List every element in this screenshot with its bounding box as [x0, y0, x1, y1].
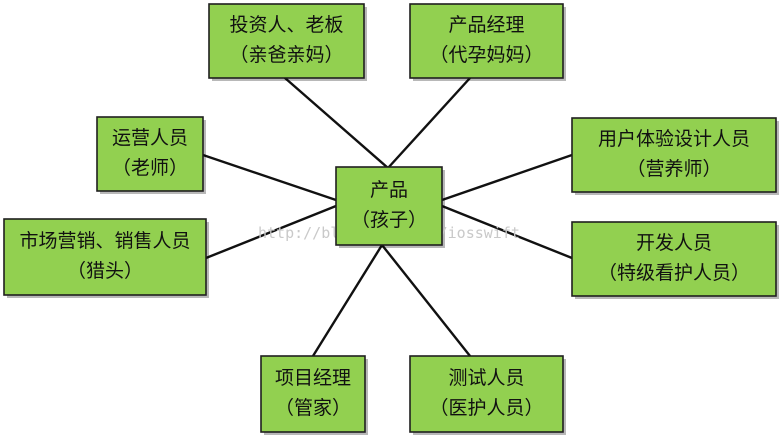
edge-ux-designer — [440, 153, 574, 202]
node-product-manager-subtitle: （代孕妈妈） — [429, 44, 543, 66]
node-ux-designer-title: 用户体验设计人员 — [598, 128, 750, 150]
node-tester-subtitle: （医护人员） — [429, 397, 543, 419]
node-project-manager-title: 项目经理 — [275, 367, 351, 389]
edge-project-manager — [311, 243, 384, 358]
node-investor-subtitle: （亲爸亲妈） — [229, 44, 343, 66]
node-developer: 开发人员 （特级看护人员） — [571, 221, 777, 297]
edge-investor — [283, 76, 390, 170]
node-developer-subtitle: （特级看护人员） — [598, 262, 750, 284]
edge-developer — [440, 204, 574, 260]
node-center-subtitle: （孩子） — [351, 209, 427, 231]
node-tester-title: 测试人员 — [448, 367, 524, 389]
node-ux-designer-subtitle: （营养师） — [626, 158, 721, 180]
node-product-manager: 产品经理 （代孕妈妈） — [409, 3, 564, 79]
node-project-manager: 项目经理 （管家） — [260, 355, 366, 433]
edge-tester — [380, 243, 472, 358]
node-center-product: 产品 （孩子） — [335, 166, 443, 246]
node-marketing: 市场营销、销售人员 （猎头） — [3, 218, 207, 296]
node-tester: 测试人员 （医护人员） — [409, 355, 564, 433]
node-ux-designer: 用户体验设计人员 （营养师） — [571, 117, 777, 193]
node-investor: 投资人、老板 （亲爸亲妈） — [208, 3, 365, 79]
node-product-manager-title: 产品经理 — [448, 14, 524, 36]
edge-product-manager — [386, 76, 472, 170]
edge-operations — [201, 153, 338, 202]
node-project-manager-subtitle: （管家） — [275, 397, 351, 419]
edge-marketing — [204, 204, 338, 260]
node-operations-title: 运营人员 — [112, 127, 188, 149]
node-marketing-title: 市场营销、销售人员 — [19, 230, 190, 252]
node-investor-title: 投资人、老板 — [229, 14, 343, 36]
node-operations: 运营人员 （老师） — [96, 116, 204, 192]
edges — [201, 76, 574, 358]
node-marketing-subtitle: （猎头） — [67, 260, 143, 282]
node-developer-title: 开发人员 — [636, 232, 712, 254]
node-operations-subtitle: （老师） — [112, 157, 188, 179]
node-center-title: 产品 — [370, 179, 408, 201]
